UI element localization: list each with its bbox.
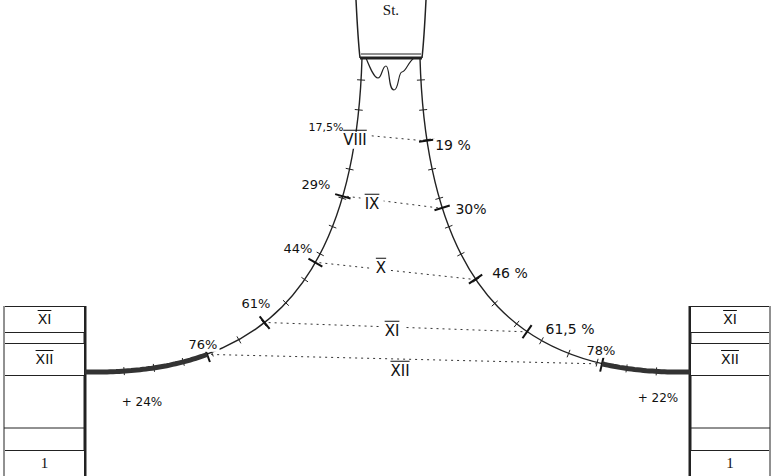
level-line bbox=[319, 263, 471, 279]
scale-tick bbox=[435, 197, 443, 199]
level-numeral: IX bbox=[361, 196, 384, 213]
scale-tick bbox=[355, 109, 363, 111]
level-tick bbox=[469, 275, 482, 284]
scale-tick bbox=[357, 79, 365, 80]
scale-tick bbox=[567, 350, 570, 357]
scale-tick bbox=[457, 252, 464, 256]
percent-label: 61,5 % bbox=[544, 322, 597, 337]
scale-tick bbox=[417, 79, 425, 80]
scale-tick bbox=[445, 225, 452, 228]
level-numeral: XI bbox=[381, 323, 404, 340]
scale-tick bbox=[419, 109, 427, 111]
percent-label: 29% bbox=[300, 178, 333, 192]
stack-cell: 1 bbox=[691, 450, 769, 476]
scale-tick bbox=[301, 277, 308, 282]
scale-tick bbox=[283, 300, 289, 305]
stack-cell: XII bbox=[691, 343, 769, 376]
stack-cell: XII bbox=[5, 343, 84, 376]
stack-line bbox=[690, 428, 770, 429]
box-label: 1 bbox=[726, 455, 734, 472]
box-label: XII bbox=[721, 352, 739, 367]
percent-label: 61% bbox=[240, 297, 273, 311]
level-tick bbox=[260, 316, 270, 329]
percent-label: + 24% bbox=[120, 396, 165, 409]
percent-label: 19 % bbox=[433, 138, 473, 153]
scale-tick bbox=[237, 336, 241, 343]
stem-drip bbox=[366, 58, 414, 90]
box-label: 1 bbox=[41, 455, 49, 472]
percent-label: 46 % bbox=[490, 266, 530, 281]
root-curve bbox=[420, 58, 690, 372]
percent-label: 78% bbox=[585, 344, 618, 358]
level-numeral: XII bbox=[386, 363, 413, 380]
scale-tick bbox=[492, 301, 498, 306]
percent-label: 44% bbox=[282, 242, 315, 256]
scale-tick bbox=[317, 252, 324, 256]
scale-tick bbox=[329, 225, 336, 228]
stem-node: St. bbox=[356, 0, 426, 52]
root-curve bbox=[85, 58, 362, 372]
level-numeral: VIII bbox=[339, 132, 371, 149]
level-tick bbox=[523, 325, 532, 338]
box-label: XII bbox=[36, 352, 54, 367]
thick-segment bbox=[602, 364, 690, 372]
scale-tick bbox=[346, 168, 354, 170]
scale-tick bbox=[539, 337, 543, 344]
scale-tick bbox=[428, 168, 436, 170]
stack-line bbox=[4, 428, 85, 429]
percent-label: 76% bbox=[187, 338, 220, 352]
box-label: XI bbox=[38, 312, 52, 327]
percent-label: 30% bbox=[453, 202, 488, 217]
box-label: XI bbox=[723, 312, 737, 327]
stack-cell: 1 bbox=[5, 450, 84, 476]
thick-segment bbox=[85, 355, 207, 373]
stem-outline bbox=[356, 0, 426, 58]
stack-wall bbox=[770, 306, 771, 476]
percent-label: + 22% bbox=[636, 392, 681, 405]
level-numeral: X bbox=[372, 260, 390, 277]
box-label: St. bbox=[383, 2, 399, 19]
stack-cell: XI bbox=[691, 306, 769, 333]
stem-base bbox=[361, 54, 421, 55]
stack-cell: XI bbox=[5, 306, 84, 333]
scale-tick bbox=[596, 359, 598, 367]
scale-tick bbox=[514, 321, 519, 327]
